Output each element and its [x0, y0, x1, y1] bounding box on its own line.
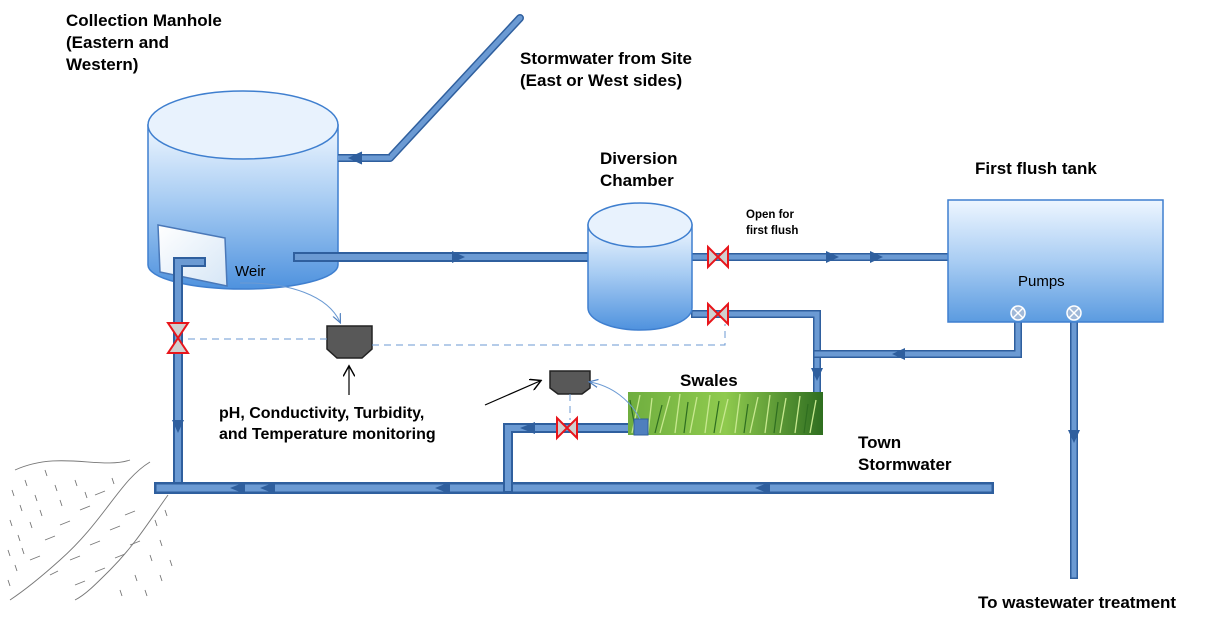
sensor-connectors: [239, 282, 641, 420]
collection-manhole-label: Collection Manhole (Eastern and Western): [66, 11, 222, 75]
wastewater-treatment-label: To wastewater treatment: [978, 593, 1177, 612]
pipes: [154, 252, 1078, 579]
town-stormwater-label: Town Stormwater: [858, 433, 952, 475]
pumps-label: Pumps: [1018, 273, 1065, 290]
valve-swale-return: [556, 415, 578, 441]
monitoring-sensor: [549, 370, 591, 395]
monitoring-sensor: [326, 325, 373, 359]
weir-label: Weir: [235, 263, 266, 280]
site-stormwater-inlet-pipe: [338, 14, 524, 165]
first-flush-tank: [947, 199, 1164, 323]
stormwater-from-site-label: Stormwater from Site (East or West sides…: [520, 49, 692, 91]
diversion-chamber-label: Diversion Chamber: [600, 149, 678, 191]
pointer-arrows: [349, 367, 540, 406]
valve-open-first-flush: [707, 244, 729, 270]
valve-manhole-bypass: [166, 322, 190, 354]
swale-sampler: [633, 418, 649, 436]
pump-icon: [1010, 305, 1026, 321]
swales-grass: [628, 392, 823, 435]
diversion-chamber: [587, 202, 693, 331]
monitoring-label: pH, Conductivity, Turbidity, and Tempera…: [219, 405, 436, 443]
signal-lines: [188, 324, 726, 420]
valve-swale-outlet: [707, 301, 729, 327]
river-sketch: [7, 459, 173, 601]
flow-arrows: [172, 251, 1080, 494]
swales-label: Swales: [680, 371, 738, 390]
open-for-first-flush-label: Open for first flush: [746, 209, 799, 237]
pump-icon: [1066, 305, 1082, 321]
first-flush-tank-label: First flush tank: [975, 159, 1097, 178]
